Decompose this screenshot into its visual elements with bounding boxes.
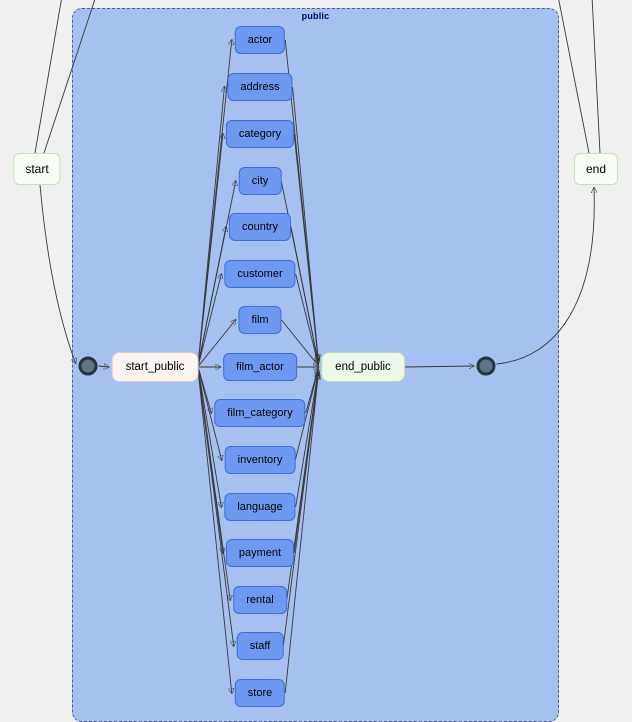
start-public-node[interactable]: start_public xyxy=(111,352,199,382)
table-node-customer[interactable]: customer xyxy=(224,260,296,288)
right-junction-node[interactable] xyxy=(476,356,496,376)
table-node-category[interactable]: category xyxy=(225,120,295,148)
table-node-inventory[interactable]: inventory xyxy=(224,446,296,474)
table-node-actor[interactable]: actor xyxy=(234,26,286,54)
table-node-language[interactable]: language xyxy=(224,493,296,521)
table-node-address[interactable]: address xyxy=(227,73,293,101)
table-node-store[interactable]: store xyxy=(234,679,286,707)
table-node-country[interactable]: country xyxy=(228,213,292,241)
left-junction-node[interactable] xyxy=(78,356,98,376)
table-node-payment[interactable]: payment xyxy=(225,539,295,567)
table-node-film[interactable]: film xyxy=(238,306,282,334)
cluster-public-label: public xyxy=(301,11,330,21)
table-node-city[interactable]: city xyxy=(238,167,282,195)
table-node-staff[interactable]: staff xyxy=(236,632,284,660)
table-node-rental[interactable]: rental xyxy=(233,586,287,614)
start-node[interactable]: start xyxy=(13,153,61,185)
end-node[interactable]: end xyxy=(573,153,619,185)
end-public-node[interactable]: end_public xyxy=(321,352,405,382)
table-node-film_actor[interactable]: film_actor xyxy=(223,353,297,381)
table-node-film_category[interactable]: film_category xyxy=(214,399,306,427)
